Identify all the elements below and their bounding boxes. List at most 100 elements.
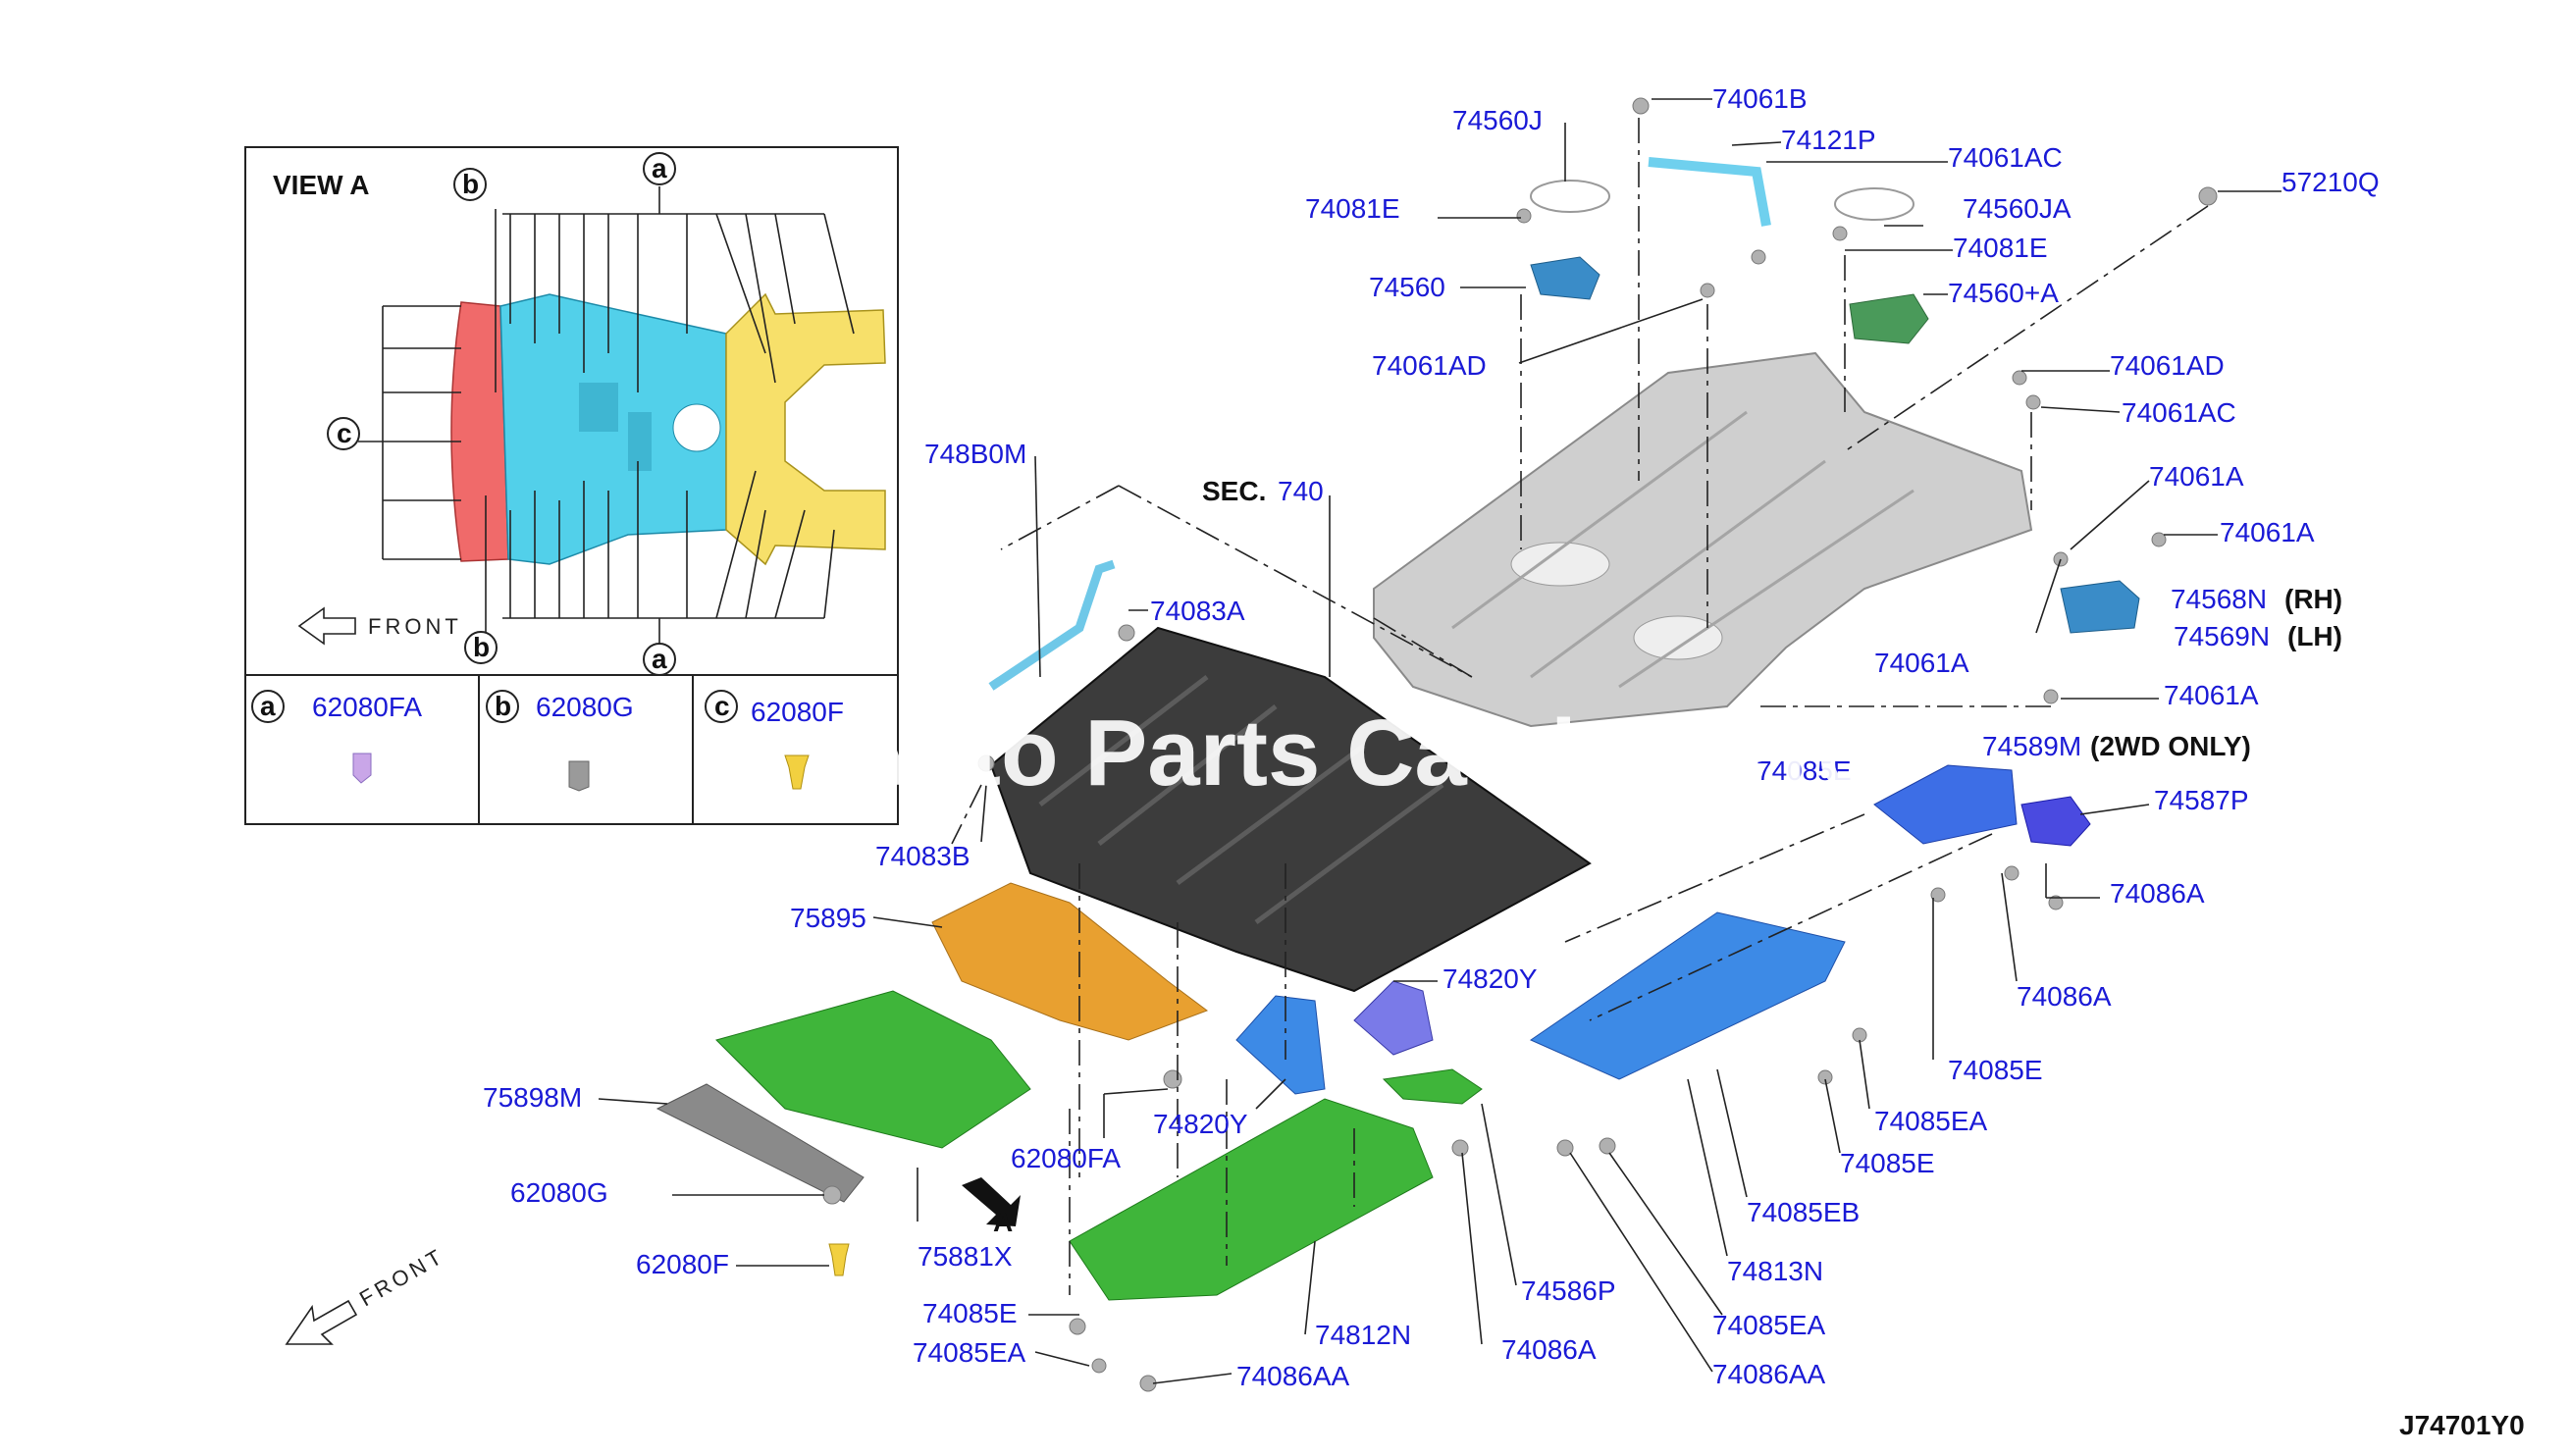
label-74812N: 74812N bbox=[1315, 1320, 1411, 1350]
legend-c-part: 62080F bbox=[751, 697, 844, 727]
clip-g-icon bbox=[568, 760, 590, 792]
leader-lines bbox=[598, 98, 2282, 1384]
fastener-set bbox=[822, 97, 2218, 1392]
label-74560JA: 74560JA bbox=[1963, 193, 2072, 224]
label-748B0M: 748B0M bbox=[924, 439, 1026, 469]
view-a-red-panel bbox=[450, 301, 509, 562]
svg-text:b: b bbox=[473, 632, 490, 662]
label-74820Y-1: 74820Y bbox=[1442, 963, 1538, 994]
label-74589M-note: (2WD ONLY) bbox=[2090, 731, 2251, 761]
bracket-74560A bbox=[1849, 293, 1929, 344]
clip-fa-icon bbox=[352, 753, 372, 784]
label-74560: 74560 bbox=[1369, 272, 1445, 302]
label-74586P: 74586P bbox=[1521, 1275, 1616, 1306]
label-74061B: 74061B bbox=[1712, 83, 1808, 114]
label-74081E-1: 74081E bbox=[1305, 193, 1400, 224]
part-labels: 74061B 74560J 74121P 74061AC 74081E 7456… bbox=[483, 83, 2380, 1391]
view-a-title: VIEW A bbox=[273, 170, 370, 200]
legend-c: c 62080F bbox=[705, 690, 844, 790]
svg-text:A: A bbox=[993, 1207, 1013, 1237]
label-74589M: 74589M bbox=[1982, 731, 2081, 761]
bracket-74560 bbox=[1530, 256, 1600, 300]
cover-74586P bbox=[1382, 1068, 1483, 1105]
rear-floor-rod-748B0M bbox=[988, 559, 1116, 691]
label-75898M: 75898M bbox=[483, 1082, 582, 1113]
label-74061AC-2: 74061AC bbox=[2122, 397, 2236, 428]
label-74085E-2: 74085E bbox=[1948, 1055, 2043, 1085]
view-a-inset: VIEW A bbox=[244, 146, 899, 825]
legend-b-part: 62080G bbox=[536, 692, 634, 722]
label-74569N-side: (LH) bbox=[2287, 621, 2342, 651]
view-a-yellow-panel bbox=[725, 292, 886, 566]
label-75881X: 75881X bbox=[918, 1241, 1013, 1272]
label-74813N: 74813N bbox=[1727, 1256, 1823, 1286]
label-62080F: 62080F bbox=[636, 1249, 729, 1279]
cover-74820Y-front bbox=[1235, 995, 1326, 1095]
label-74085EA-1: 74085EA bbox=[913, 1337, 1026, 1368]
label-74085EB: 74085EB bbox=[1747, 1197, 1860, 1227]
cover-74587P bbox=[2020, 796, 2091, 847]
rear-floor-panel bbox=[1373, 351, 2033, 728]
label-75895: 75895 bbox=[790, 903, 866, 933]
cover-74820Y-rear bbox=[1353, 980, 1434, 1056]
watermark: Auto Parts Catalog Pro bbox=[844, 701, 1875, 806]
front-floor-panel bbox=[989, 626, 1592, 993]
label-74086AA-1: 74086AA bbox=[1236, 1361, 1350, 1391]
label-74083B: 74083B bbox=[875, 841, 970, 871]
label-74061AD-1: 74061AD bbox=[1372, 350, 1487, 381]
svg-text:FRONT: FRONT bbox=[355, 1243, 448, 1312]
label-74085EA-3: 74085EA bbox=[1712, 1310, 1826, 1340]
cover-75895 bbox=[931, 882, 1209, 1041]
label-74085E-1: 74085E bbox=[922, 1298, 1018, 1328]
clip-f-icon bbox=[784, 754, 810, 790]
front-arrow: FRONT bbox=[285, 1243, 448, 1345]
cover-74813N bbox=[1529, 911, 1846, 1080]
label-74061A-2: 74061A bbox=[2220, 517, 2315, 547]
view-a-front-arrow: FRONT bbox=[297, 606, 462, 646]
view-a-callout-a-bottom: a bbox=[643, 643, 676, 676]
label-74569N: 74569N bbox=[2174, 621, 2270, 651]
label-74121P: 74121P bbox=[1781, 125, 1876, 155]
svg-text:FRONT: FRONT bbox=[368, 614, 462, 639]
cover-74812N bbox=[1069, 1098, 1434, 1301]
svg-text:b: b bbox=[462, 169, 479, 199]
legend-a: a 62080FA bbox=[251, 690, 422, 784]
label-74061A-3: 74061A bbox=[1874, 648, 1969, 678]
reinforcement-bar-74121P bbox=[1648, 157, 1771, 227]
label-74061AD-2: 74061AD bbox=[2110, 350, 2225, 381]
label-74086AA-2: 74086AA bbox=[1712, 1359, 1826, 1389]
label-74820Y-2: 74820Y bbox=[1153, 1109, 1248, 1139]
clip-62080F-icon bbox=[828, 1243, 850, 1276]
cover-75898M bbox=[656, 1083, 865, 1203]
label-62080FA: 62080FA bbox=[1011, 1143, 1121, 1173]
label-sec-prefix: SEC. bbox=[1202, 476, 1266, 506]
cover-74589M bbox=[1873, 764, 2018, 845]
label-74085E-3: 74085E bbox=[1840, 1148, 1935, 1178]
cover-75881X bbox=[715, 990, 1031, 1149]
label-74085EA-2: 74085EA bbox=[1874, 1106, 1988, 1136]
label-74086A-2: 74086A bbox=[2017, 981, 2112, 1012]
label-74061A-1: 74061A bbox=[2149, 461, 2244, 492]
legend-b: b 62080G bbox=[486, 690, 634, 792]
label-74568N: 74568N bbox=[2171, 584, 2267, 614]
ring-74560J bbox=[1530, 180, 1610, 213]
legend-a-part: 62080FA bbox=[312, 692, 422, 722]
view-a-callout-c: c bbox=[327, 417, 360, 450]
label-74083A: 74083A bbox=[1150, 596, 1245, 626]
view-a-callout-b-top: b bbox=[453, 168, 487, 201]
label-74587P: 74587P bbox=[2154, 785, 2249, 815]
view-a-arrow: A bbox=[962, 1177, 1021, 1237]
diagram-id: J74701Y0 bbox=[2399, 1410, 2525, 1440]
label-74560pA: 74560+A bbox=[1948, 278, 2059, 308]
svg-text:a: a bbox=[260, 691, 276, 721]
svg-text:b: b bbox=[495, 691, 511, 721]
label-74086A-1: 74086A bbox=[2110, 878, 2205, 909]
label-sec-740: 740 bbox=[1278, 476, 1324, 506]
label-74061AC-1: 74061AC bbox=[1948, 142, 2063, 173]
label-62080G: 62080G bbox=[510, 1177, 608, 1208]
label-74061A-4: 74061A bbox=[2164, 680, 2259, 710]
view-a-callout-a-top: a bbox=[643, 152, 676, 185]
ring-74560JA bbox=[1834, 187, 1914, 221]
svg-text:a: a bbox=[652, 153, 667, 183]
